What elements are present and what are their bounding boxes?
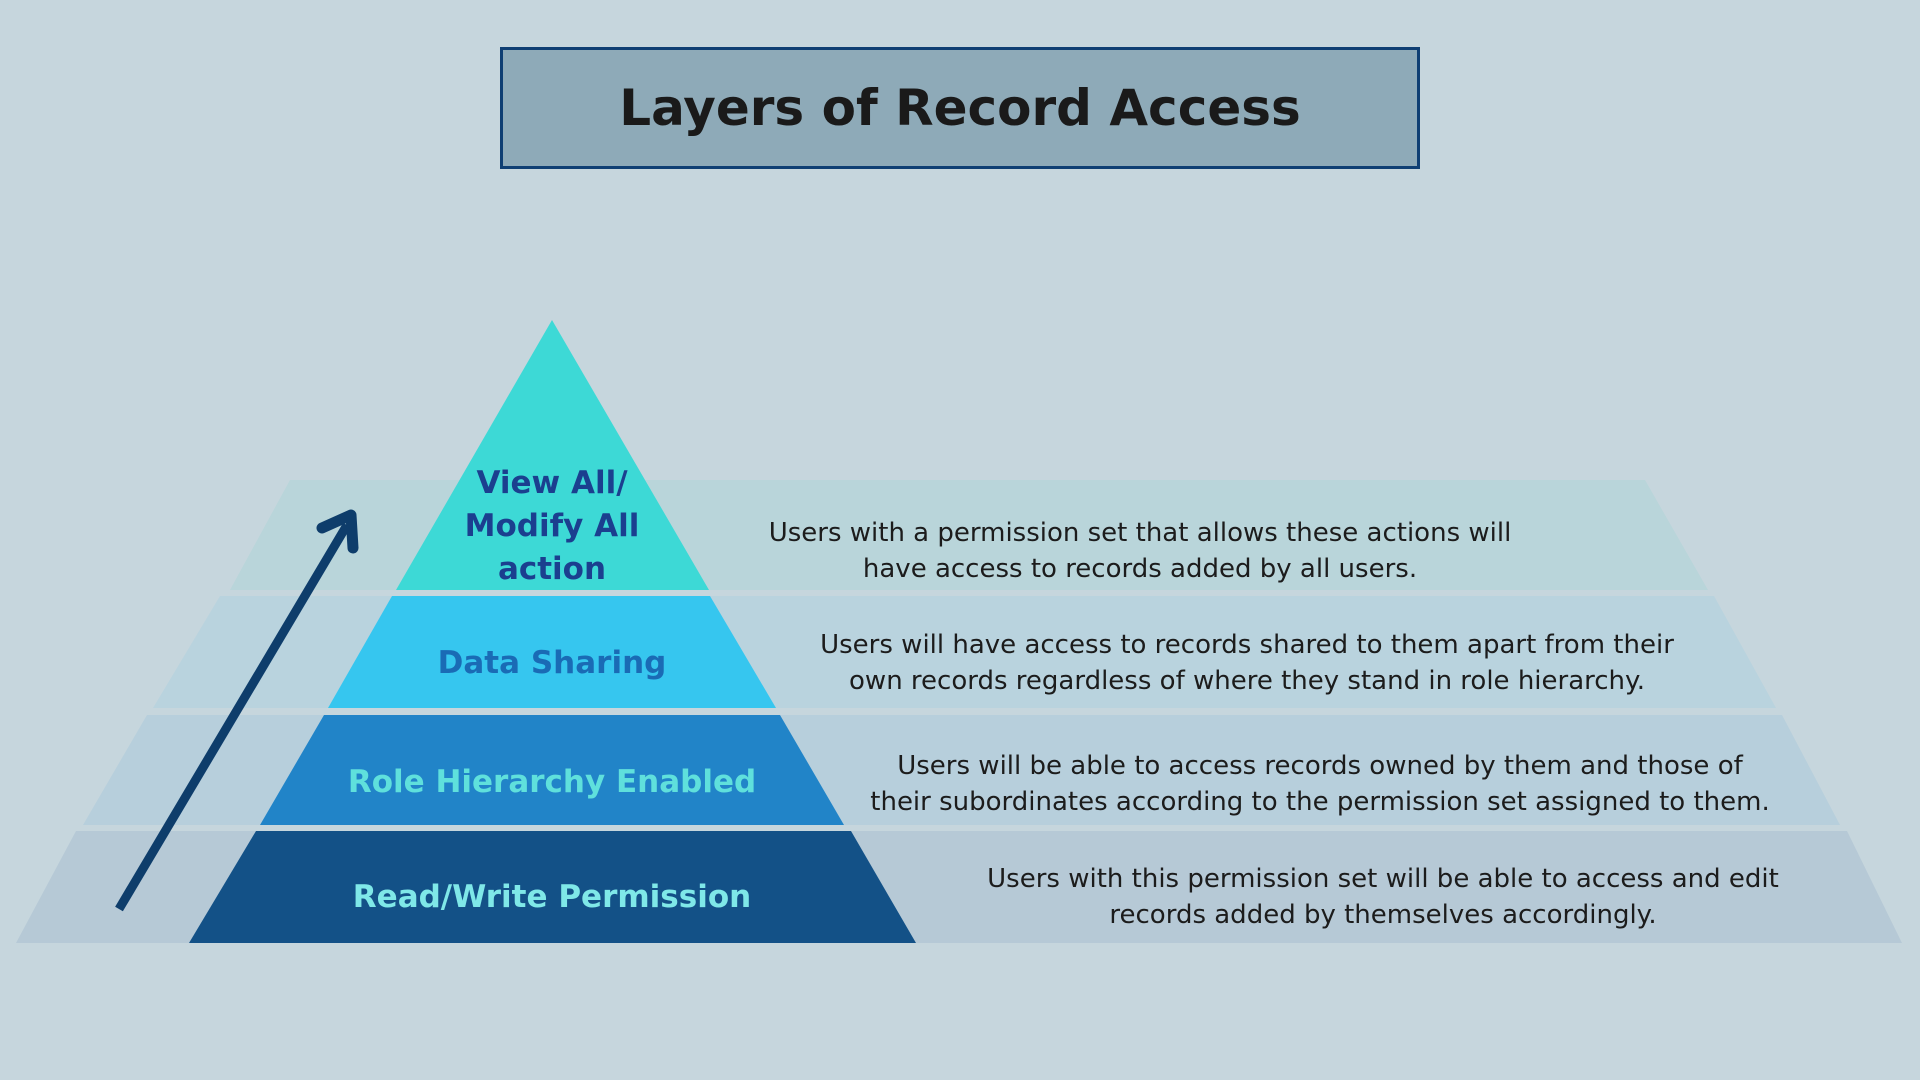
layer-description: Users will have access to records shared…	[820, 630, 1674, 660]
layer-4: Read/Write Permission Users with this per…	[16, 831, 1902, 943]
layer-3: Role Hierarchy Enabled Users will be able…	[83, 715, 1840, 825]
layer-description: Users with this permission set will be a…	[987, 864, 1779, 894]
layer-description: their subordinates according to the perm…	[870, 787, 1769, 817]
layer-2: Data Sharing Users will have access to re…	[153, 596, 1776, 708]
pyramid-segment	[260, 715, 844, 825]
layer-description: Users will be able to access records own…	[897, 751, 1743, 781]
layer-label: Modify All	[465, 508, 640, 544]
layer-description: Users with a permission set that allows …	[769, 518, 1512, 548]
pyramid-segment	[328, 596, 776, 708]
up-right-arrow-icon	[115, 509, 359, 912]
layer-label: Data Sharing	[438, 645, 667, 681]
page-title: Layers of Record Access	[619, 79, 1301, 137]
layer-label: action	[498, 551, 606, 587]
title-box: Layers of Record Access	[500, 47, 1420, 169]
layer-label: Read/Write Permission	[353, 879, 751, 915]
pyramid-segment	[396, 320, 709, 590]
layer-label: Role Hierarchy Enabled	[348, 764, 756, 800]
layer-description: have access to records added by all user…	[863, 554, 1417, 584]
layer-1: View All/Modify All action Users with a pe…	[230, 320, 1708, 590]
layer-label: View All/	[476, 465, 628, 501]
pyramid-segment	[189, 831, 916, 943]
layer-description: records added by themselves accordingly.	[1109, 900, 1656, 930]
layer-description: own records regardless of where they sta…	[849, 666, 1645, 696]
